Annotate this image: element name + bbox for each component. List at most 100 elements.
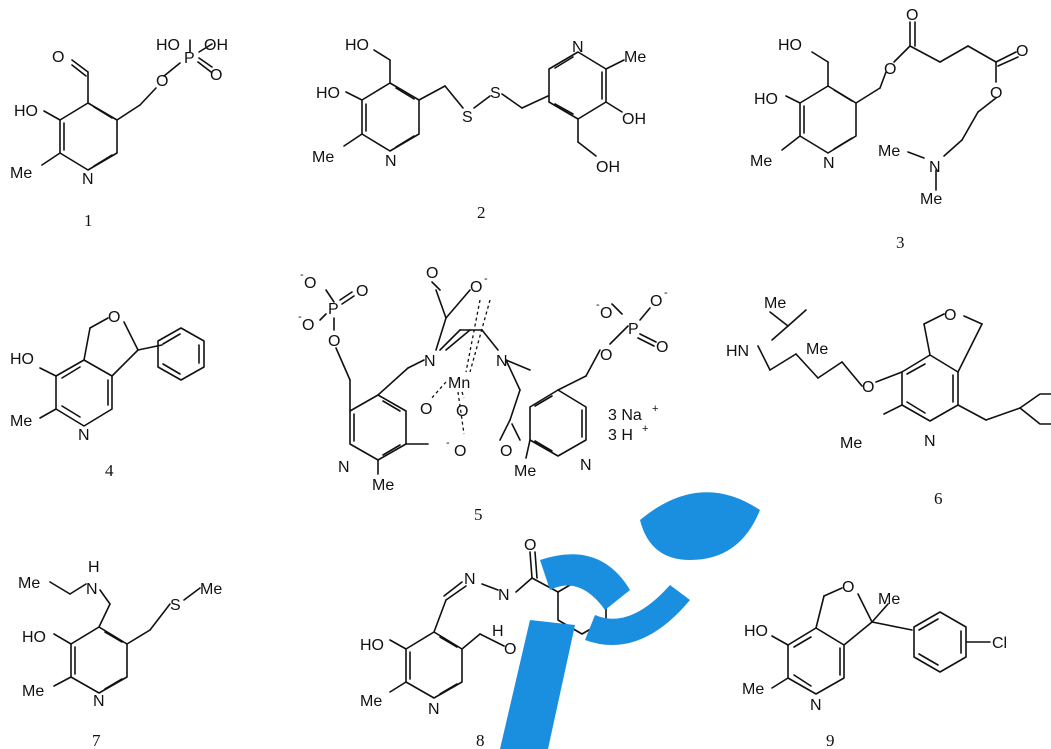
c5-charge-2: - (298, 311, 302, 323)
c5-phosphate-oxygen-e: O (600, 305, 612, 322)
c8-methyl: Me (360, 693, 382, 710)
c7-amine-nitrogen: N (86, 581, 98, 598)
c8-amide-hydrogen: H (492, 623, 504, 640)
c5-amine-nitrogen-1: N (424, 353, 436, 370)
c2-sulfur-2: S (490, 85, 501, 102)
compound-label-9: 9 (826, 731, 835, 749)
c8-carbonyl-oxygen: O (524, 537, 536, 554)
c5-amine-nitrogen-2: N (496, 353, 508, 370)
c9-furan-oxygen: O (842, 579, 854, 596)
c7-methyl-s: Me (200, 581, 222, 598)
c2-sulfur-1: S (462, 109, 473, 126)
c5-phosphorus-2: P (628, 321, 639, 338)
compound-label-7: 7 (92, 731, 101, 749)
c4-methyl: Me (10, 413, 32, 430)
compound-label-5: 5 (474, 505, 483, 524)
c5-phosphate-oxygen-g: O (656, 339, 668, 356)
c1-hydroxyl: HO (14, 103, 38, 120)
compound-label-6: 6 (934, 489, 943, 508)
c3-oxygen-2: O (906, 7, 918, 24)
c5-proton-charge: + (642, 423, 648, 435)
c5-phosphate-oxygen-h: O (600, 347, 612, 364)
c9-methyl-2: Me (742, 681, 764, 698)
c9-ring-nitrogen: N (810, 697, 822, 714)
compound-6: Me Me HN O O Me N 6 (726, 295, 1051, 508)
c8-hydroxymethyl-oxygen: O (504, 641, 516, 658)
c5-charge-4: - (446, 437, 450, 449)
c5-phosphate-oxygen-4: O (328, 333, 340, 350)
c7-ring-nitrogen: N (93, 693, 105, 710)
c7-amine-hydrogen: H (88, 559, 100, 576)
c1-phosphorus: P (184, 50, 195, 67)
c2-ring-nitrogen-2: N (572, 39, 584, 56)
c2-hydroxyl-4: OH (596, 159, 620, 176)
compound-label-1: 1 (84, 211, 93, 230)
compound-9: O Me HO Cl Me N 9 (742, 579, 1007, 749)
c5-methyl-1: Me (372, 477, 394, 494)
c1-methyl: Me (10, 165, 32, 182)
c3-hydroxyl-1: HO (778, 37, 802, 54)
c3-amine-nitrogen: N (929, 159, 941, 176)
c7-sulfur: S (170, 597, 181, 614)
compound-label-2: 2 (477, 203, 486, 222)
c5-ring-nitrogen-2: N (580, 457, 592, 474)
c8-ring-nitrogen: N (428, 701, 440, 718)
c5-charge-3: - (484, 273, 488, 285)
c6-methyl-2: Me (806, 341, 828, 358)
c5-carboxyl-oxygen-d: O (500, 443, 512, 460)
c1-hydroxyl-2: OH (204, 37, 228, 54)
c3-ring-nitrogen: N (823, 155, 835, 172)
c6-methyl-1: Me (764, 295, 786, 312)
c5-phosphate-oxygen-1: O (304, 275, 316, 292)
c5-charge-6: - (664, 287, 668, 299)
compound-2: HO HO Me N S S N Me OH OH 2 (312, 37, 646, 222)
c8-hydrazone-nitrogen-1: N (464, 571, 476, 588)
c5-oxygen-5: O (456, 403, 468, 420)
c3-oxygen-3: O (1016, 43, 1028, 60)
compound-8: N N H O HO Me N O 8 (360, 537, 607, 749)
c5-manganese: Mn (448, 375, 470, 392)
c1-ring-nitrogen: N (82, 171, 94, 188)
c2-hydroxyl-3: OH (622, 111, 646, 128)
c3-oxygen-4: O (990, 85, 1002, 102)
c2-hydroxyl-1: HO (345, 37, 369, 54)
c4-furan-oxygen: O (108, 309, 120, 326)
c5-phosphorus-1: P (328, 301, 339, 318)
c5-proton-counterion: 3 H (608, 427, 633, 444)
compound-label-8: 8 (476, 731, 485, 749)
c7-hydroxyl: HO (22, 629, 46, 646)
c4-hydroxyl: HO (10, 351, 34, 368)
c2-hydroxyl-2: HO (316, 85, 340, 102)
c3-oxygen-1: O (884, 61, 896, 78)
c5-sodium-charge: + (652, 403, 658, 415)
c1-hydroxyl-p: HO (156, 37, 180, 54)
c2-methyl-1: Me (312, 149, 334, 166)
c7-ethyl: Me (18, 575, 40, 592)
c6-furan-oxygen: O (944, 307, 956, 324)
compound-label-4: 4 (105, 461, 114, 480)
c8-hydroxyl: HO (360, 637, 384, 654)
c9-chlorine: Cl (992, 635, 1007, 652)
c7-methyl: Me (22, 683, 44, 700)
c5-charge-1: - (300, 269, 304, 281)
c6-methyl-3: Me (840, 435, 862, 452)
compound-5: O - P O O - O O O - N N Mn O O O - O O -… (298, 265, 668, 524)
compound-7: H Me N S Me HO Me N 7 (18, 559, 222, 749)
c3-methyl-3: Me (920, 191, 942, 208)
c5-phosphate-oxygen-3: O (302, 317, 314, 334)
c2-ring-nitrogen-1: N (385, 153, 397, 170)
c5-phosphate-oxygen-f: O (650, 293, 662, 310)
c5-oxygen-6: O (420, 401, 432, 418)
c1-oxygen: O (52, 49, 64, 66)
c5-charge-5: - (596, 299, 600, 311)
c2-methyl-2: Me (624, 49, 646, 66)
c6-ether-oxygen: O (862, 379, 874, 396)
c1-oxygen-2: O (210, 67, 222, 84)
c3-hydroxyl-2: HO (754, 91, 778, 108)
c5-ring-nitrogen-1: N (338, 459, 350, 476)
c8-hydrazone-nitrogen-2: N (498, 587, 510, 604)
c5-phosphate-oxygen-2: O (356, 283, 368, 300)
compound-label-3: 3 (896, 233, 905, 252)
